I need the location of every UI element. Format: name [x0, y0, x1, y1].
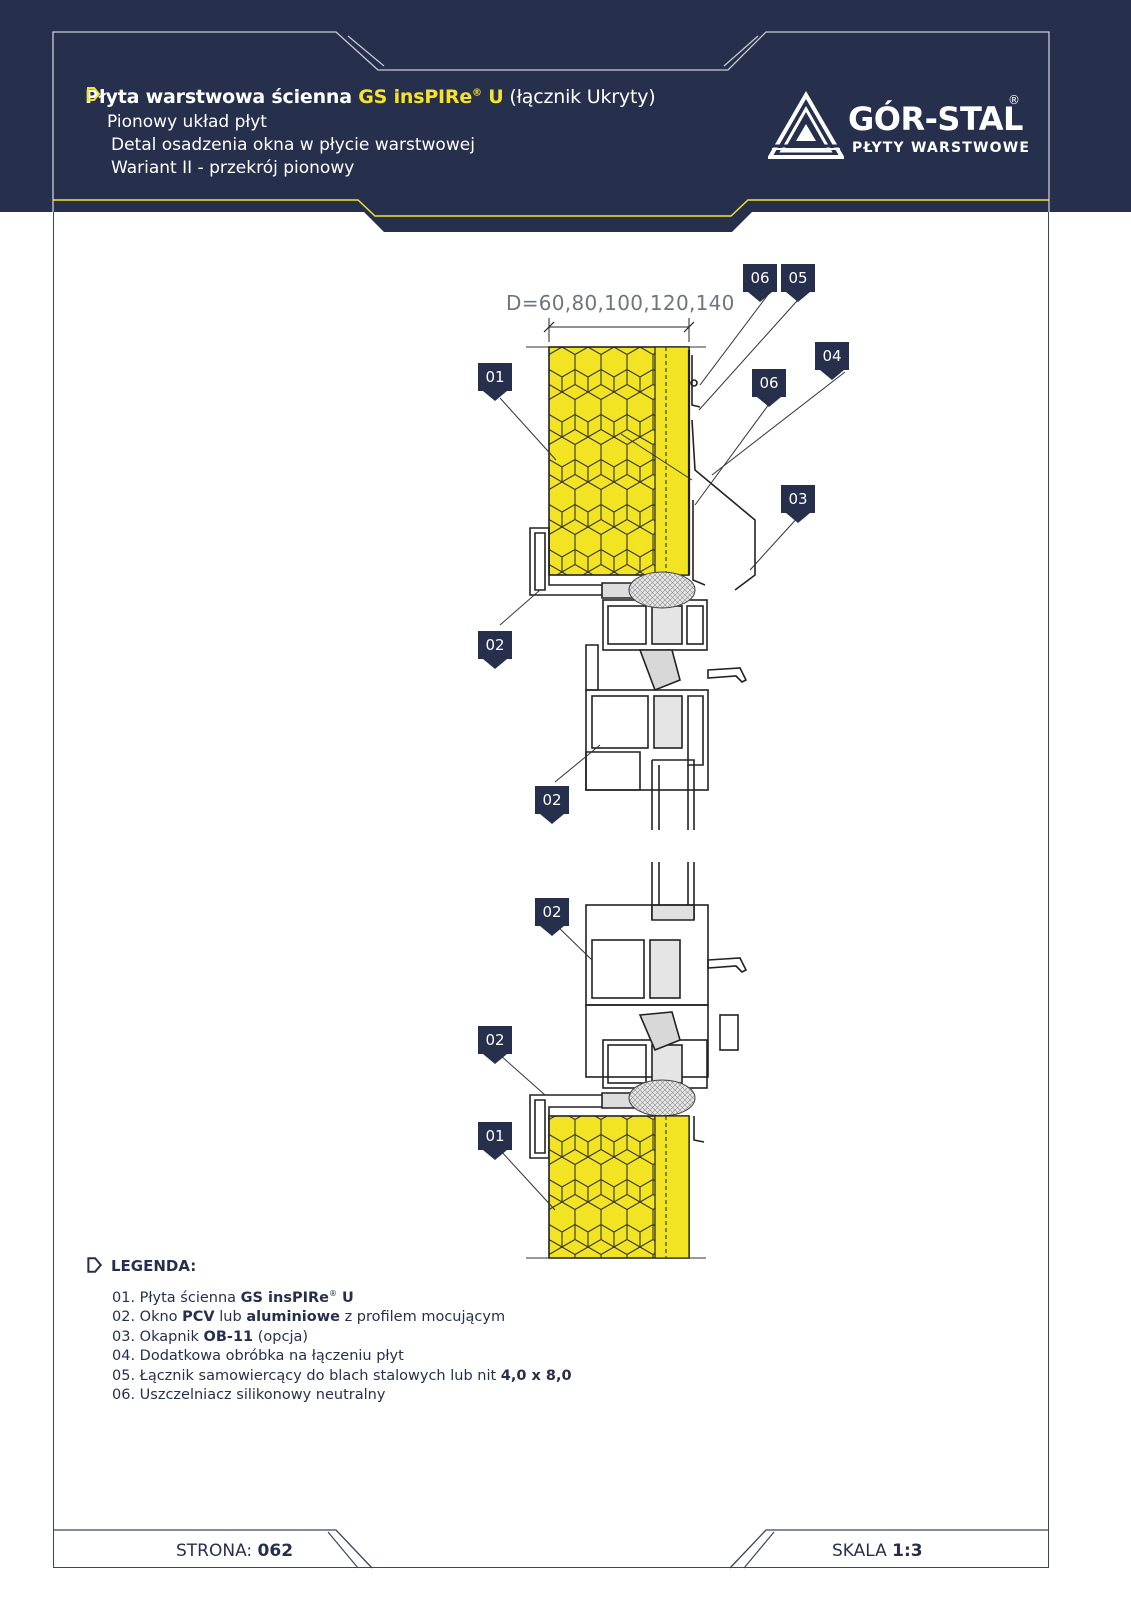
tag-02-b: 02 — [535, 786, 569, 824]
tag-05: 05 — [781, 264, 815, 302]
chevron-right-icon — [85, 1256, 111, 1278]
tag-06: 06 — [743, 264, 777, 302]
section-drawing — [499, 291, 846, 1259]
header-band: Płyta warstwowa ścienna GS insPIRe® U (ł… — [0, 0, 1131, 232]
flashing-and-drip — [690, 355, 756, 591]
brand-logo: GÓR-STAL ® PŁYTY WARSTWOWE — [768, 91, 1029, 161]
scale-label: SKALA 1:3 — [832, 1541, 923, 1561]
header-background — [0, 0, 1131, 232]
legend-item-01: 01. Płyta ścienna GS insPIRe® U — [112, 1289, 354, 1306]
tag-02-d: 02 — [478, 1026, 512, 1064]
subtitle-line-2: Detal osadzenia okna w płycie warstwowej — [111, 135, 475, 155]
lower-window-profile — [529, 862, 748, 1159]
legend-title: LEGENDA: — [85, 1256, 572, 1278]
page-title: Płyta warstwowa ścienna GS insPIRe® U (ł… — [85, 86, 656, 108]
triangle-logo-icon — [768, 91, 844, 159]
upper-window-profile — [529, 527, 748, 830]
dimension-line — [543, 318, 695, 342]
legend-item-06: 06. Uszczelniacz silikonowy neutralny — [112, 1387, 386, 1404]
legend-item-03: 03. Okapnik OB-11 (opcja) — [112, 1328, 309, 1345]
tag-06-lower: 06 — [752, 369, 786, 407]
dimension-label: D=60,80,100,120,140 — [506, 291, 735, 315]
legend-item-05: 05. Łącznik samowiercący do blach stalow… — [112, 1367, 572, 1384]
subtitle-line-1: Pionowy układ płyt — [85, 87, 655, 134]
legend: LEGENDA: 01. Płyta ścienna GS insPIRe® U… — [85, 1256, 572, 1406]
tag-01-upper: 01 — [478, 363, 512, 401]
tag-04: 04 — [815, 342, 849, 380]
logo-name: GÓR-STAL — [848, 100, 1023, 138]
leader-lines — [499, 291, 846, 1211]
legend-item-02: 02. Okno PCV lub aluminiowe z profilem m… — [112, 1309, 506, 1326]
title-product: GS insPIRe — [358, 86, 473, 108]
legend-item-04: 04. Dodatkowa obróbka na łączeniu płyt — [112, 1348, 404, 1365]
header-title-block: Płyta warstwowa ścienna GS insPIRe® U (ł… — [85, 86, 656, 180]
logo-reg-mark: ® — [1008, 93, 1020, 107]
lower-sealant — [628, 1079, 696, 1117]
title-reg-mark: ® — [472, 87, 482, 99]
title-note: (łącznik Ukryty) — [503, 86, 656, 108]
page-number: STRONA: 062 — [176, 1541, 294, 1561]
footer-lines — [53, 1529, 1049, 1569]
tag-02-c: 02 — [535, 898, 569, 936]
upper-sealant — [628, 571, 696, 609]
subtitle-line-3: Wariant II - przekrój pionowy — [111, 158, 355, 178]
title-text: Płyta warstwowa ścienna — [85, 86, 359, 108]
title-product-suffix: U — [481, 86, 504, 108]
tag-02-a: 02 — [478, 631, 512, 669]
tag-03: 03 — [781, 485, 815, 523]
lower-sandwich-panel — [526, 1115, 706, 1259]
tag-01-lower: 01 — [478, 1122, 512, 1160]
logo-tagline: PŁYTY WARSTWOWE — [852, 140, 1031, 156]
upper-sandwich-panel — [526, 346, 706, 576]
